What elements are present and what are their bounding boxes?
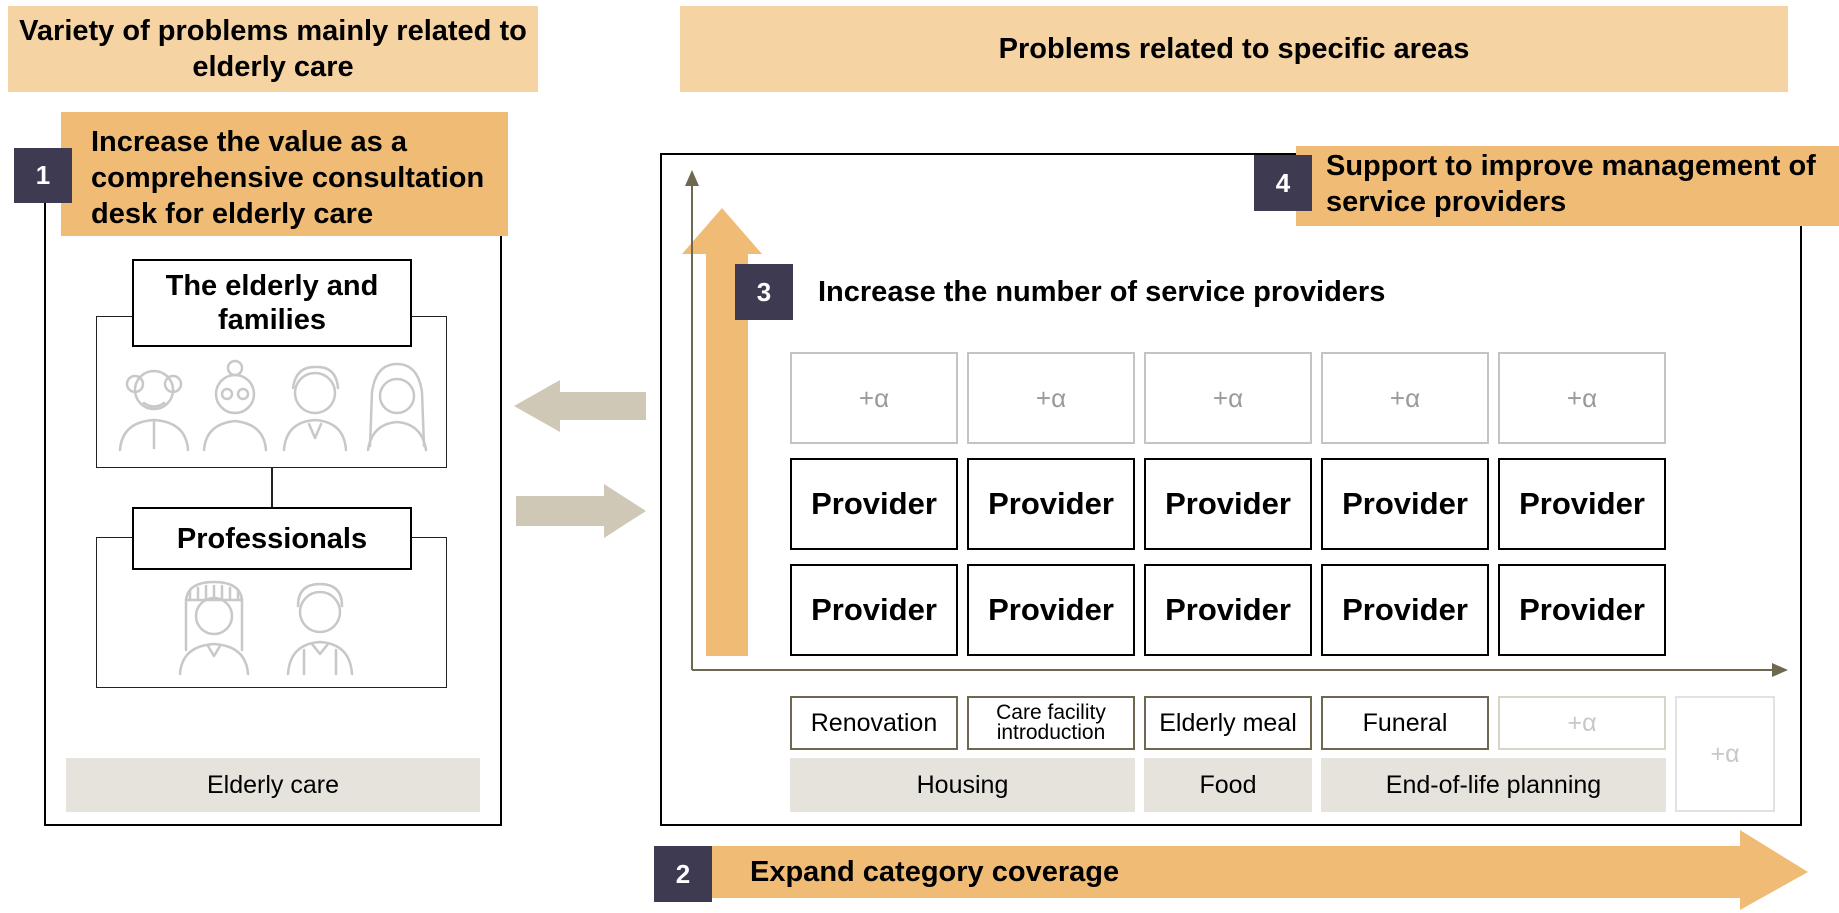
- provider-cell: Provider: [967, 564, 1135, 656]
- provider-cell: Provider: [1144, 458, 1312, 550]
- left-arrow-icon: [514, 380, 646, 432]
- footer-elderly-care: Elderly care: [66, 758, 480, 812]
- category-renovation: Renovation: [790, 696, 958, 750]
- step4-bar: Support to improve management of service…: [1296, 146, 1839, 226]
- provider-cell: Provider: [967, 458, 1135, 550]
- alpha-cell: +α: [1321, 352, 1489, 444]
- vertical-orange-arrow: [682, 208, 762, 656]
- families-group-label: The elderly and families: [132, 259, 412, 347]
- alpha-cell: +α: [1144, 352, 1312, 444]
- nurse-icon: [178, 580, 250, 676]
- provider-cell: Provider: [1498, 458, 1666, 550]
- step4-badge: 4: [1254, 155, 1312, 211]
- alpha-cell: +α: [790, 352, 958, 444]
- specific-areas-frame: [660, 153, 1802, 826]
- x-axis-arrowhead-icon: [1772, 663, 1788, 677]
- elderly-man-icon: [118, 369, 190, 452]
- step1-bar: Increase the value as a comprehensive co…: [61, 112, 508, 236]
- step1-badge: 1: [14, 148, 72, 203]
- step3-badge: 3: [735, 264, 793, 320]
- provider-cell: Provider: [1144, 564, 1312, 656]
- horizontal-orange-arrow-icon: [690, 830, 1808, 910]
- right-arrow-icon: [516, 484, 646, 538]
- extra-alpha-box: +α: [1675, 696, 1775, 812]
- worker-icon: [286, 582, 354, 676]
- professionals-group-label: Professionals: [132, 507, 412, 570]
- step1-title: Increase the value as a comprehensive co…: [91, 126, 485, 230]
- alpha-cell: +α: [1498, 352, 1666, 444]
- provider-cell: Provider: [790, 564, 958, 656]
- woman-icon: [366, 362, 428, 452]
- category-elderly-meal: Elderly meal: [1144, 696, 1312, 750]
- provider-cell: Provider: [1321, 564, 1489, 656]
- step2-badge: 2: [654, 846, 712, 902]
- provider-cell: Provider: [1498, 564, 1666, 656]
- provider-cell: Provider: [790, 458, 958, 550]
- exchange-arrows: [514, 380, 646, 538]
- group-end-of-life: End-of-life planning: [1321, 758, 1666, 812]
- step2-title: Expand category coverage: [750, 856, 1120, 888]
- category-alpha: +α: [1498, 696, 1666, 750]
- expand-arrow: [690, 830, 1808, 910]
- step3-title: Increase the number of service providers: [818, 276, 1386, 308]
- alpha-cell: +α: [967, 352, 1135, 444]
- provider-cell: Provider: [1321, 458, 1489, 550]
- category-care-facility: Care facility introduction: [967, 696, 1135, 750]
- group-food: Food: [1144, 758, 1312, 812]
- right-section-header: Problems related to specific areas: [680, 6, 1788, 92]
- left-section-header: Variety of problems mainly related to el…: [8, 6, 538, 92]
- category-funeral: Funeral: [1321, 696, 1489, 750]
- axes: [680, 170, 1788, 677]
- group-connector: [271, 468, 273, 508]
- vertical-growth-arrow: [680, 252, 682, 656]
- man-icon: [282, 365, 348, 452]
- group-housing: Housing: [790, 758, 1135, 812]
- y-axis-arrowhead-icon: [685, 170, 699, 186]
- elderly-woman-icon: [202, 359, 268, 452]
- step4-title: Support to improve management of service…: [1326, 150, 1816, 218]
